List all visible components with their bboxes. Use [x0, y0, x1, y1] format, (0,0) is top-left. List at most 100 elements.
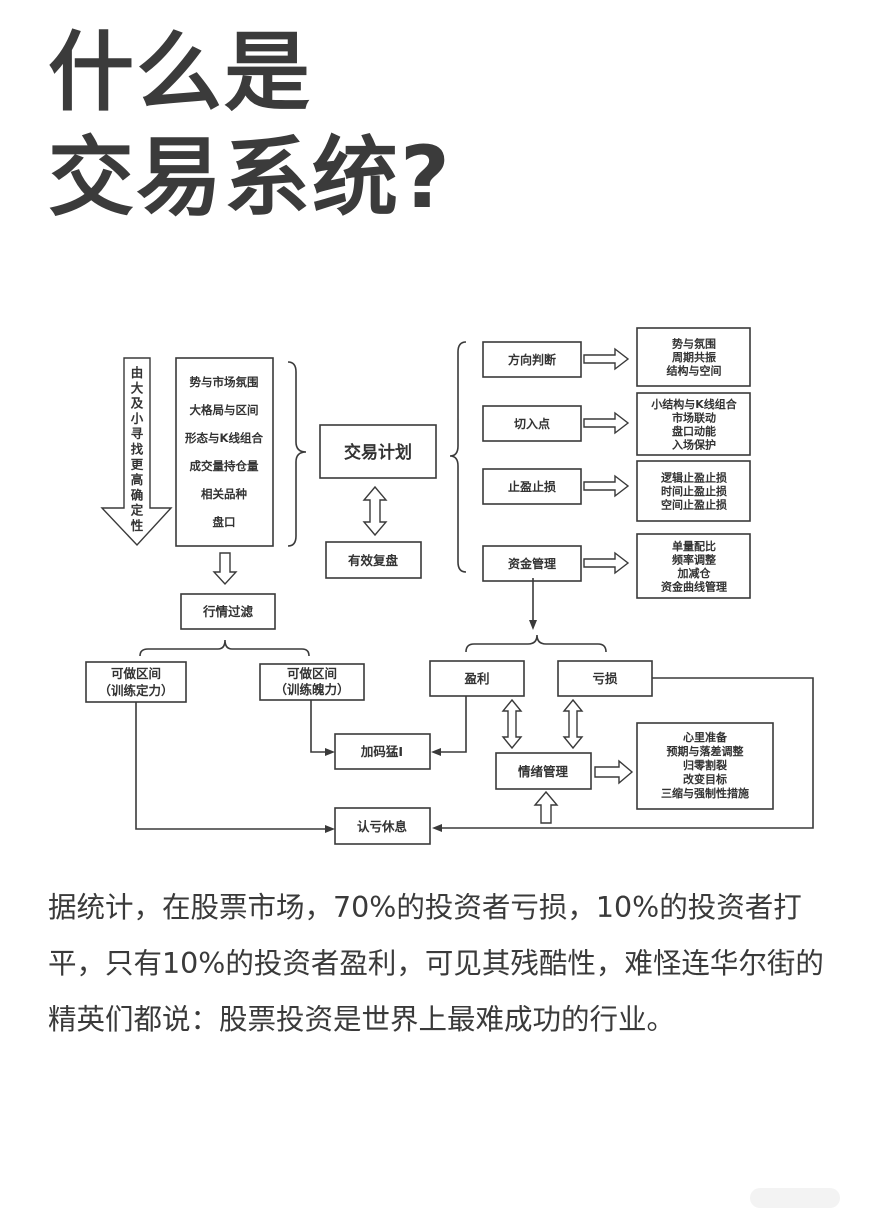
plan-item-detail: 资金曲线管理 — [661, 579, 727, 593]
double-arrow-profit-emotion-icon — [501, 698, 523, 750]
plan-item-detail: 空间止盈止损 — [661, 498, 727, 512]
double-arrow-plan-review-icon — [362, 485, 388, 537]
brace-plan-items — [449, 341, 467, 573]
analysis-factor-item: 成交量持仓量 — [190, 459, 259, 473]
plan-item-detail: 逻辑止盈止损 — [661, 471, 727, 485]
vertical-label-char: 定 — [130, 503, 144, 518]
vertical-label-char: 确 — [131, 487, 144, 502]
loss-box — [557, 660, 653, 697]
plan-item-box — [482, 405, 582, 442]
vertical-label-char: 及 — [131, 396, 144, 411]
big-down-arrow-icon — [100, 357, 173, 547]
zone-left-line2: （训练定力） — [98, 683, 173, 698]
effective-review-box — [325, 541, 422, 579]
plan-item-label: 资金管理 — [508, 556, 556, 571]
market-filter-box — [180, 593, 276, 630]
connector-zone-left-to-rest — [135, 702, 327, 830]
plan-item-label: 方向判断 — [508, 352, 556, 367]
analysis-factor-item: 大格局与区间 — [190, 403, 259, 417]
plan-item-details-box — [636, 533, 751, 599]
accept-loss-box — [334, 807, 431, 845]
plan-item-detail: 单量配比 — [672, 539, 716, 553]
bottom-indicator — [750, 1188, 840, 1208]
emotion-details-box — [636, 722, 774, 810]
zone-right-line1: 可做区间 — [287, 666, 337, 681]
plan-item-details-box — [636, 327, 751, 387]
analysis-factor-item: 形态与K线组合 — [185, 431, 263, 445]
right-arrow-icon — [583, 347, 630, 371]
market-filter-label: 行情过滤 — [202, 604, 254, 619]
brace-filter-split — [139, 639, 310, 657]
plan-item-box — [482, 341, 582, 378]
profit-box — [429, 660, 525, 697]
profit-label: 盈利 — [463, 671, 489, 686]
connector-zone-right-to-add — [310, 700, 327, 753]
zone-right-box — [259, 663, 365, 701]
add-position-box — [334, 733, 431, 770]
plan-item-label: 止盈止损 — [508, 479, 556, 494]
analysis-factor-item: 盘口 — [213, 515, 236, 529]
down-arrow-filter-icon — [212, 552, 238, 586]
zone-left-line1: 可做区间 — [111, 666, 161, 681]
connector-profit-to-add — [440, 696, 467, 753]
emotion-detail-item: 三缩与强制性措施 — [661, 786, 749, 800]
plan-item-detail: 市场联动 — [672, 410, 716, 424]
arrowhead-add-left — [325, 748, 335, 756]
plan-item-details-box — [636, 460, 751, 522]
vertical-label-char: 更 — [131, 457, 144, 472]
plan-item-box — [482, 545, 582, 582]
accept-loss-label: 认亏休息 — [357, 819, 408, 834]
plan-item-label: 切入点 — [514, 416, 550, 431]
brace-factors — [287, 361, 307, 547]
title-line-1: 什么是 — [48, 23, 312, 123]
vertical-label-char: 由 — [131, 365, 144, 380]
trading-plan-box — [319, 424, 437, 479]
right-arrow-icon — [583, 474, 630, 498]
plan-item-detail: 频率调整 — [672, 552, 716, 566]
vertical-label-char: 找 — [131, 442, 144, 457]
emotion-detail-item: 改变目标 — [683, 772, 727, 786]
plan-item-detail: 时间止盈止损 — [661, 484, 727, 498]
plan-item-detail: 加减仓 — [677, 566, 712, 580]
loss-label: 亏损 — [592, 671, 618, 686]
emotion-detail-item: 归零割裂 — [683, 758, 727, 772]
arrowhead-rest-right — [432, 824, 442, 832]
plan-item-detail: 结构与空间 — [666, 364, 722, 378]
effective-review-label: 有效复盘 — [348, 553, 399, 568]
arrowhead-rest-left — [325, 825, 335, 833]
arrowhead-money-down — [529, 620, 537, 630]
statistics-paragraph: 据统计，在股票市场，70%的投资者亏损，10%的投资者打平，只有10%的投资者盈… — [48, 891, 824, 1036]
vertical-label-char: 高 — [131, 472, 144, 487]
up-arrow-emotion-icon — [533, 790, 559, 824]
brace-profit-loss — [465, 634, 607, 653]
plan-item-detail: 势与氛围 — [672, 337, 716, 351]
connector-loss-to-rest — [442, 677, 814, 829]
emotion-detail-item: 预期与落差调整 — [667, 744, 744, 758]
vertical-label-char: 性 — [130, 518, 144, 533]
zone-right-line2: （训练魄力） — [274, 682, 349, 697]
plan-item-detail: 周期共振 — [672, 350, 716, 364]
zone-left-box — [85, 661, 187, 703]
vertical-label-char: 寻 — [131, 426, 144, 441]
trading-plan-label: 交易计划 — [344, 442, 412, 463]
plan-item-detail: 入场保护 — [672, 437, 716, 451]
plan-item-details-box — [636, 392, 751, 456]
right-arrow-icon — [583, 551, 630, 575]
right-arrow-emotion-icon — [594, 759, 634, 785]
plan-items: 方向判断 势与氛围周期共振结构与空间切入点小结构与K线组合市场联动盘口动能入场保护… — [482, 327, 751, 599]
emotion-detail-item: 心里准备 — [683, 730, 728, 744]
emotion-management-box — [495, 752, 592, 790]
vertical-label-char: 小 — [130, 411, 144, 426]
right-arrow-icon — [583, 411, 630, 435]
analysis-factor-item: 势与市场氛围 — [190, 375, 259, 389]
title-line-2: 交易系统? — [48, 128, 452, 228]
plan-item-detail: 盘口动能 — [672, 424, 716, 438]
